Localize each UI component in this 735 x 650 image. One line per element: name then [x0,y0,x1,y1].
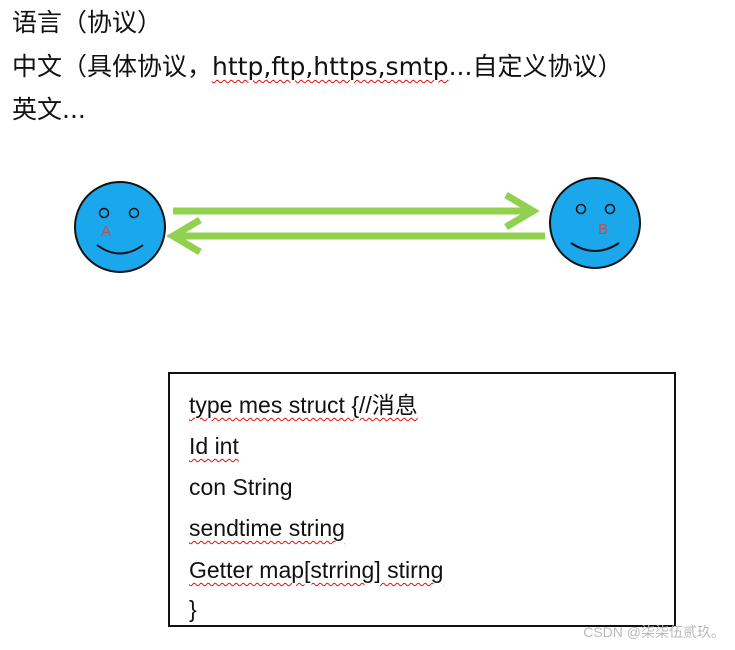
struct-line-1-text: type mes struct {//消息 [189,392,418,418]
face-a-left-eye [98,207,110,219]
face-a-head [74,181,166,273]
heading-line-3-text: 英文... [12,95,86,124]
message-struct-box: type mes struct {//消息 Id int con String … [168,372,676,627]
heading-line-1: 语言（协议） [12,8,162,38]
struct-keyword-words: type mes struct {//消息 [189,392,418,418]
face-b-right-eye [604,203,616,215]
heading-line-2: 中文（具体协议，http,ftp,https,smtp...自定义协议） [12,52,622,82]
struct-line-2: Id int [189,432,239,460]
heading-line-1-text: 语言（协议） [12,8,163,37]
struct-line-2-text: Id int [189,433,239,459]
struct-line-1: type mes struct {//消息 [189,391,418,419]
heading-line-2-prefix: 中文（具体协议， [12,52,213,81]
watermark: CSDN @柒柒伍贰玖。 [583,624,725,640]
face-b-smile [570,242,620,252]
struct-line-6: } [189,595,197,623]
face-b-left-eye [575,203,587,215]
protocol-list: http,ftp,https,smtp [212,52,449,81]
communication-diagram: A B [74,177,641,273]
face-a: A [74,181,166,273]
heading-line-2-suffix: ...自定义协议） [448,52,623,81]
arrow-b-to-a [166,216,545,256]
struct-line-3-text: con String [189,474,293,500]
face-a-smile [96,244,144,255]
heading-line-3: 英文... [12,95,86,125]
face-b-label: B [598,221,608,238]
struct-line-4: sendtime string [189,514,345,542]
struct-line-5-text: Getter map[strring] stirng [189,557,444,583]
arrow-a-to-b [173,191,540,231]
face-a-label: A [101,223,111,240]
struct-line-3: con String [189,473,293,501]
face-a-right-eye [128,207,140,219]
face-b-head [549,177,641,269]
struct-line-4-text: sendtime string [189,515,345,541]
struct-line-5: Getter map[strring] stirng [189,556,443,584]
struct-line-6-text: } [189,596,197,622]
face-b: B [549,177,641,269]
